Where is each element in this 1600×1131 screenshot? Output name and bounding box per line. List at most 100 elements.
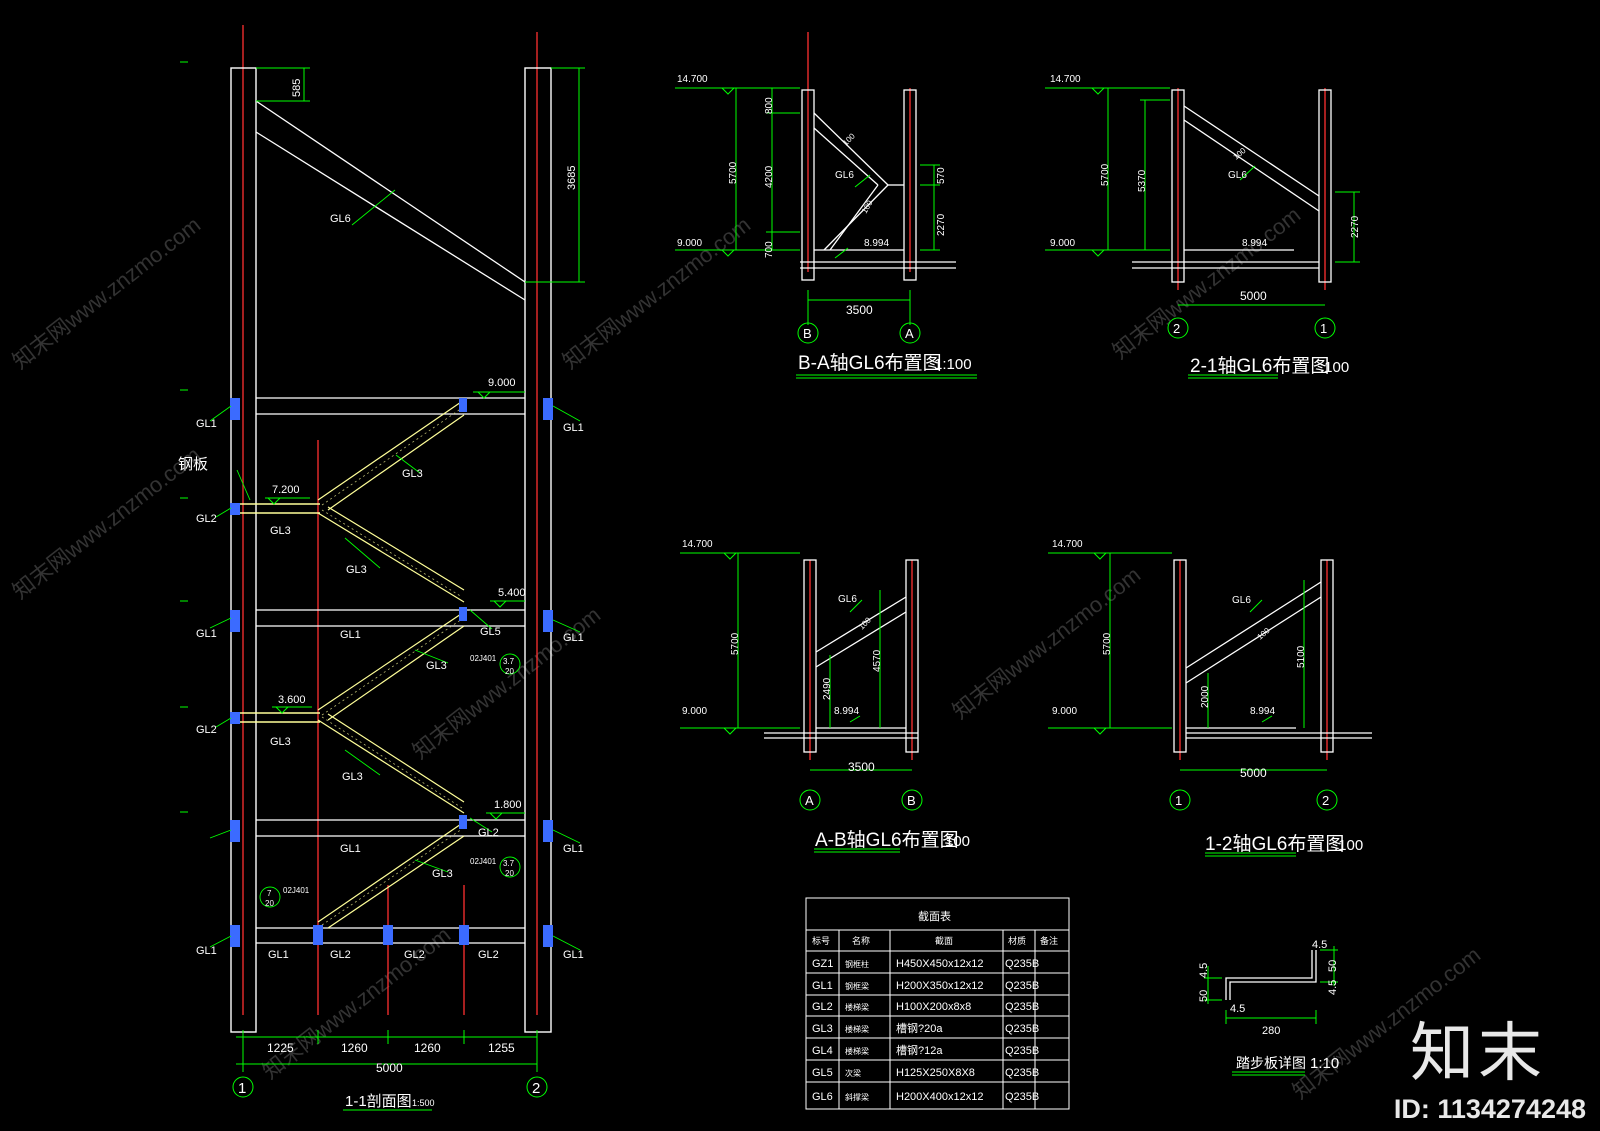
watermark-text: 知末网www.znzmo.com: [258, 922, 455, 1084]
dim-3685: 3685: [566, 166, 578, 190]
table-cell: 槽钢?12a: [896, 1044, 943, 1057]
elev-title: B-A轴GL6布置图: [798, 352, 942, 374]
resource-id: ID: 1134274248: [1393, 1094, 1586, 1124]
tread-dim: 4.5: [1327, 980, 1339, 995]
table-cell: 次梁: [845, 1068, 861, 1078]
label-gl1: GL1: [268, 949, 289, 961]
member-size: 100: [1256, 626, 1272, 642]
ref-code: 02J401: [470, 857, 497, 866]
elev-scale: :100: [1334, 837, 1363, 854]
brand-logo: 知末: [1410, 1017, 1546, 1091]
elev-span: 5000: [1240, 289, 1267, 303]
table-cell: 楼梯梁: [845, 1024, 869, 1034]
axis-label: 2: [1173, 321, 1180, 336]
ref-den: 20: [265, 899, 274, 908]
elev-top: 14.700: [682, 539, 713, 550]
elevation-a-b: 14.700 9.000 8.994 5700 2490 4570 GL6 10…: [680, 539, 970, 853]
table-cell: H100X200x8x8: [896, 1001, 971, 1013]
label-gl5: GL5: [480, 626, 501, 638]
elev-level: 8.994: [864, 238, 889, 249]
elev-dim: 2270: [1350, 215, 1361, 238]
tread-detail: 4.5 50 4.5 50 4.5 4.5 280 踏步板详图 1:10: [1198, 939, 1339, 1076]
elev-span: 3500: [846, 303, 873, 317]
elev-level: 8.994: [1242, 238, 1267, 249]
table-cell: GL6: [812, 1091, 833, 1103]
table-cell: Q235B: [1005, 1091, 1039, 1103]
elev-title: 1-2轴GL6布置图: [1205, 833, 1344, 855]
label-gl1: GL1: [196, 945, 217, 957]
dim-1260: 1260: [414, 1041, 441, 1055]
elev-bottom: 9.000: [1052, 706, 1077, 717]
elev-dim: 5100: [1296, 645, 1307, 668]
member-label: GL6: [1228, 170, 1247, 181]
table-cell: GL5: [812, 1067, 833, 1079]
elev-bottom: 9.000: [682, 706, 707, 717]
tread-dim: 50: [1327, 960, 1339, 972]
elev-level: 8.994: [1250, 706, 1275, 717]
member-label: GL6: [838, 594, 857, 605]
axis-label: 2: [1322, 793, 1329, 808]
table-cell: 斜撑梁: [845, 1092, 869, 1102]
elev-dim: 800: [764, 97, 775, 114]
elev-dim: 2490: [822, 677, 833, 700]
table-cell: Q235B: [1005, 1001, 1039, 1013]
dim-1225: 1225: [267, 1041, 294, 1055]
member-label: GL6: [835, 170, 854, 181]
axis-1: 1: [238, 1080, 246, 1097]
axis-label: 1: [1320, 321, 1327, 336]
ref-num: 3.7: [503, 657, 515, 666]
elev-dim: 700: [764, 241, 775, 258]
ref-den: 20: [505, 869, 514, 878]
label-plate: 钢板: [178, 455, 208, 473]
section-title: 1-1剖面图: [345, 1093, 412, 1110]
label-gl1: GL1: [196, 418, 217, 430]
elev-span: 5000: [1240, 766, 1267, 780]
elevation-b-a: 14.700 9.000 8.994 800 4200 700 5700 570…: [675, 32, 977, 379]
elev-span: 3500: [848, 760, 875, 774]
table-cell: 楼梯梁: [845, 1002, 869, 1012]
elev-top: 14.700: [1052, 539, 1083, 550]
axis-label: 1: [1175, 793, 1182, 808]
table-cell: Q235B: [1005, 1023, 1039, 1035]
table-cell: Q235B: [1005, 1067, 1039, 1079]
label-gl1: GL1: [563, 632, 584, 644]
tread-dim: 4.5: [1230, 1003, 1245, 1015]
watermark-text: 知末网www.znzmo.com: [8, 442, 205, 604]
elev-title: 2-1轴GL6布置图: [1190, 355, 1329, 377]
label-gl3: GL3: [432, 868, 453, 880]
elev-bottom: 9.000: [677, 238, 702, 249]
label-gl3: GL3: [270, 525, 291, 537]
level-5400: 5.400: [498, 587, 526, 599]
section-1-1: 585 3685 GL6 9.000 7.200 5.400 3.600 1.8…: [178, 25, 585, 1111]
elev-dim: 5700: [1102, 632, 1113, 655]
level-9000: 9.000: [488, 377, 516, 389]
axis-label: A: [805, 793, 814, 808]
tread-dim: 280: [1262, 1025, 1280, 1037]
section-scale: 1:500: [412, 1098, 435, 1108]
elevation-2-1: 14.700 9.000 8.994 5700 5370 2270 GL6 10…: [1045, 74, 1361, 379]
dim-total: 5000: [376, 1061, 403, 1075]
table-cell: Q235B: [1005, 1045, 1039, 1057]
table-cell: 钢框梁: [845, 981, 869, 991]
member-size: 100: [841, 131, 857, 147]
elev-dim: 570: [936, 167, 947, 184]
table-title: 截面表: [918, 909, 951, 923]
table-cell: GL3: [812, 1023, 833, 1035]
elev-dim: 5370: [1137, 169, 1148, 192]
member-size: 100: [1232, 146, 1248, 162]
elev-scale: 100: [945, 833, 970, 850]
elev-bottom: 9.000: [1050, 238, 1075, 249]
elev-top: 14.700: [677, 74, 708, 85]
elev-dim: 2000: [1200, 685, 1211, 708]
label-gl3: GL3: [346, 564, 367, 576]
label-gl1: GL1: [196, 628, 217, 640]
elev-top: 14.700: [1050, 74, 1081, 85]
label-gl1: GL1: [563, 422, 584, 434]
elev-dim: 5700: [1100, 163, 1111, 186]
level-3600: 3.600: [278, 694, 306, 706]
ref-code: 02J401: [283, 886, 310, 895]
ref-den: 20: [505, 667, 514, 676]
level-7200: 7.200: [272, 484, 300, 496]
watermark: 知末 ID: 1134274248: [1394, 1002, 1586, 1125]
section-table: 截面表 标号 名称 截面 材质 备注 GZ1 钢框柱 H450X450x12x1…: [805, 897, 1070, 1110]
